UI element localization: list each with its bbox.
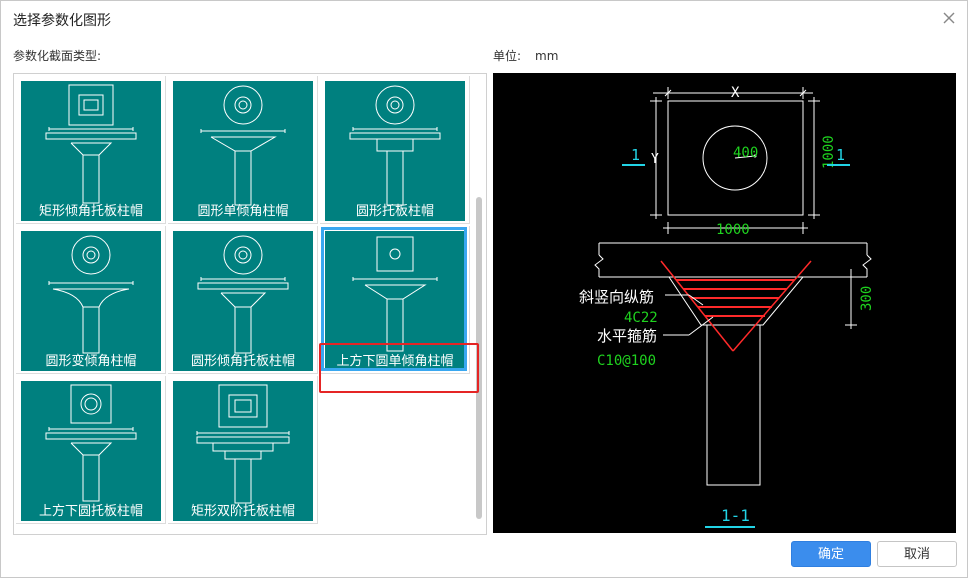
section-type-label: 参数化截面类型: [13,49,102,63]
section-mark-right: 1 [836,146,845,164]
shape-tile-rect-double-step-dropped-panel[interactable]: 矩形双阶托板柱帽 [168,376,318,524]
shape-tile-circle-variable-incline[interactable]: 圆形变倾角柱帽 [16,226,166,374]
shape-thumbnail: 上方下圆单倾角柱帽 [325,231,465,371]
shape-label: 圆形倾角托板柱帽 [190,354,295,369]
circle-diameter-dim: 400 [733,145,758,161]
shape-label: 圆形变倾角柱帽 [45,354,137,369]
shape-label: 圆形单倾角柱帽 [197,204,289,219]
label-inclined-bars: 斜竖向纵筋 [579,288,654,306]
shape-tile-circle-dropped-panel[interactable]: 圆形托板柱帽 [320,76,470,224]
section-mark-left: 1 [631,146,640,164]
label-inclined-bars-value: 4C22 [624,310,658,326]
shape-thumbnail: 矩形双阶托板柱帽 [173,381,313,521]
shape-thumbnail: 圆形单倾角柱帽 [173,81,313,221]
shape-tile-rect-inclined-dropped-panel[interactable]: 矩形倾角托板柱帽 [16,76,166,224]
shape-tile-circle-single-incline[interactable]: 圆形单倾角柱帽 [168,76,318,224]
gallery-scrollbar[interactable] [476,197,482,519]
shape-thumbnail: 上方下圆托板柱帽 [21,381,161,521]
close-icon[interactable] [941,10,957,26]
bottom-dim-value: 1000 [716,222,750,238]
shape-gallery: 矩形倾角托板柱帽 圆形单倾角柱帽 [13,73,487,535]
unit-value: mm [535,49,559,63]
dialog-title: 选择参数化图形 [13,13,111,29]
shape-tile-square-top-circle-bottom-single-incline[interactable]: 上方下圆单倾角柱帽 [320,226,470,374]
shape-thumbnail: 圆形倾角托板柱帽 [173,231,313,371]
shape-label: 矩形倾角托板柱帽 [38,204,143,219]
section-title: 1-1 [721,506,750,525]
x-dim-label: X [731,85,740,101]
depth-dim-value: 300 [859,286,875,311]
circle-dropped-panel-icon [349,85,441,206]
square-top-circle-bottom-dropped-panel-icon [45,384,137,502]
section-preview-drawing: 400 X Y 1000 1000 1 1 [579,85,875,528]
selection-highlight [321,227,467,371]
circle-single-incline-icon [200,85,286,206]
circle-inclined-dropped-panel-icon [197,235,289,354]
rect-double-step-dropped-panel-icon [196,384,290,504]
label-stirrup: 水平箍筋 [597,327,657,345]
shape-label: 矩形双阶托板柱帽 [190,504,295,519]
unit-caption: 单位: [493,49,522,63]
shape-label: 上方下圆托板柱帽 [38,504,143,519]
ok-button[interactable]: 确定 [791,541,871,567]
rect-inclined-dropped-panel-icon [45,84,137,204]
shape-tile-square-top-circle-bottom-dropped-panel[interactable]: 上方下圆托板柱帽 [16,376,166,524]
shape-thumbnail: 矩形倾角托板柱帽 [21,81,161,221]
shape-label: 圆形托板柱帽 [355,204,434,219]
shape-tile-circle-inclined-dropped-panel[interactable]: 圆形倾角托板柱帽 [168,226,318,374]
right-dim-value: 1000 [821,135,837,169]
label-stirrup-value: C10@100 [597,353,656,369]
unit-label: 单位: mm [493,47,558,64]
preview-canvas: 400 X Y 1000 1000 1 1 [493,73,956,533]
cancel-button[interactable]: 取消 [877,541,957,567]
square-top-circle-bottom-incline-icon [352,236,438,352]
shape-thumbnail: 圆形变倾角柱帽 [21,231,161,371]
circle-variable-incline-icon [48,235,134,354]
shape-thumbnail: 圆形托板柱帽 [325,81,465,221]
y-dim-label: Y [651,152,659,167]
annotation-highlight-box [319,343,479,393]
shape-label: 上方下圆单倾角柱帽 [336,354,454,369]
